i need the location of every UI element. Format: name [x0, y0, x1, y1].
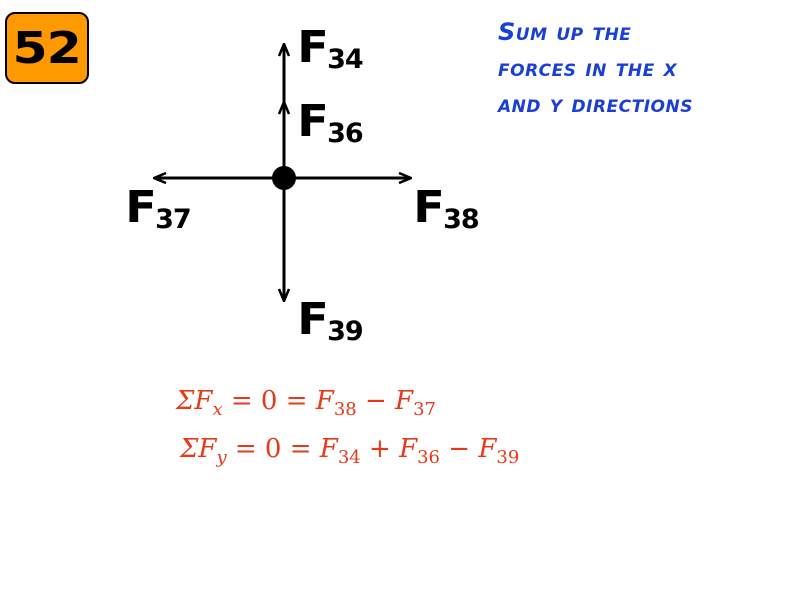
force-subscript: 38	[443, 204, 480, 235]
force-label-f36: F36	[297, 96, 364, 150]
force-symbol: F	[297, 294, 329, 345]
eq-sub: 37	[413, 399, 436, 421]
force-symbol: F	[125, 182, 157, 233]
force-symbol: F	[413, 182, 445, 233]
force-label-f38: F38	[413, 182, 480, 236]
force-symbol: F	[297, 22, 329, 73]
force-label-f34: F34	[297, 22, 364, 76]
eq-sum-symbol: ΣF	[180, 434, 217, 464]
force-subscript: 36	[327, 118, 364, 149]
instruction-line: Sum up the	[498, 18, 632, 46]
instruction-line: forces in the x	[498, 54, 678, 82]
force-label-f39: F39	[297, 294, 364, 348]
force-symbol: F	[297, 96, 329, 147]
eq-term: F	[315, 386, 334, 416]
eq-term: F	[395, 386, 414, 416]
force-label-f37: F37	[125, 182, 192, 236]
equation-sum-fx: ΣFx = 0 = F38 − F37	[176, 386, 436, 420]
eq-sub: x	[212, 399, 223, 421]
eq-sub: 38	[333, 399, 357, 421]
eq-sub: 39	[496, 447, 520, 469]
eq-sum-symbol: ΣF	[176, 386, 213, 416]
equation-sum-fy: ΣFy = 0 = F34 + F36 − F39	[180, 434, 519, 468]
force-subscript: 34	[327, 44, 364, 75]
slide-number: 52	[12, 22, 82, 74]
eq-operator: +	[360, 434, 400, 464]
eq-term: F	[319, 434, 338, 464]
force-subscript: 39	[327, 316, 364, 347]
eq-sub: 34	[337, 447, 361, 469]
eq-equals: = 0 =	[226, 434, 320, 464]
eq-term: F	[478, 434, 497, 464]
force-subscript: 37	[155, 204, 192, 235]
eq-operator: −	[440, 434, 479, 464]
eq-sub: y	[216, 447, 227, 469]
instruction-text: Sum up the forces in the x and y directi…	[498, 14, 798, 122]
eq-term: F	[399, 434, 418, 464]
instruction-line: and y directions	[498, 90, 693, 118]
eq-sub: 36	[417, 447, 441, 469]
joint-node	[272, 166, 296, 190]
slide-number-badge: 52	[5, 12, 89, 84]
eq-operator: −	[356, 386, 396, 416]
eq-equals: = 0 =	[222, 386, 316, 416]
